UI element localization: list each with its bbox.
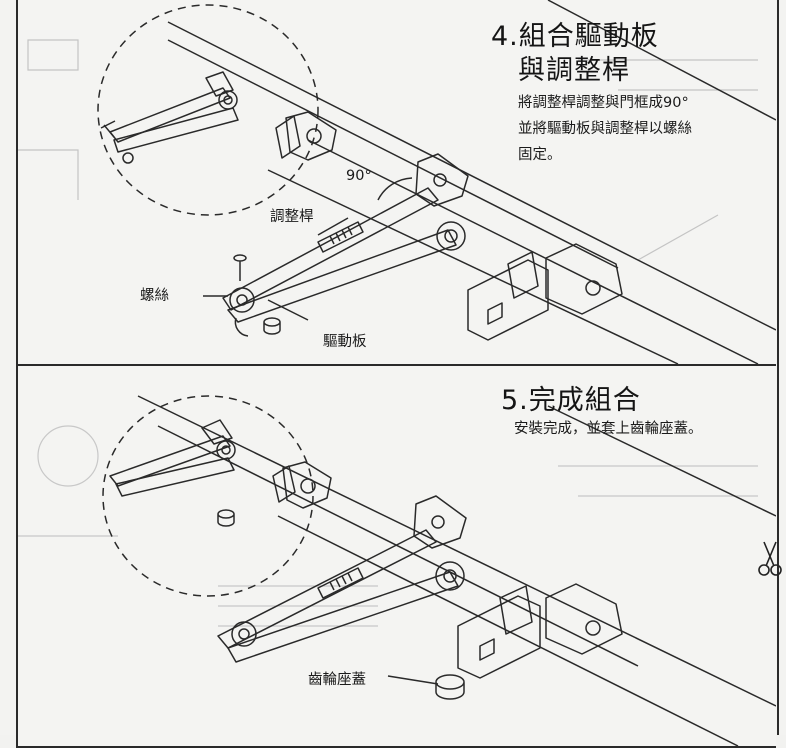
step-4-description: 將調整桿調整與門框成90° 並將驅動板與調整桿以螺絲 固定。: [518, 95, 692, 163]
step-4-panel: 4.組合驅動板 與調整桿 將調整桿調整與門框成90° 並將驅動板與調整桿以螺絲 …: [16, 0, 776, 366]
label-drive-plate: 驅動板: [323, 334, 367, 350]
step-4-title-line1: 組合驅動板: [518, 21, 659, 52]
step-4-illustration: [18, 0, 776, 364]
label-screw: 螺絲: [140, 288, 169, 304]
label-90-degree: 90°: [346, 168, 372, 184]
step-5-number: 5.: [501, 385, 529, 416]
page-right-rule: [777, 0, 779, 735]
step-5-panel: 5.完成組合 安裝完成，並套上齒輪座蓋。 齒輪座蓋: [16, 364, 776, 748]
scissors-icon: [758, 541, 782, 576]
step-5-title: 5.完成組合: [501, 378, 641, 417]
label-adjust-rod: 調整桿: [270, 209, 314, 225]
step-4-title: 4.組合驅動板: [491, 14, 659, 53]
step-5-description: 安裝完成，並套上齒輪座蓋。: [514, 421, 703, 437]
step-5-illustration: [18, 395, 776, 746]
step-4-title-line2: 與調整桿: [518, 55, 630, 86]
label-gear-cover: 齒輪座蓋: [308, 672, 366, 688]
step-5-title-text: 完成組合: [528, 385, 641, 416]
step-4-number: 4.: [491, 21, 519, 52]
